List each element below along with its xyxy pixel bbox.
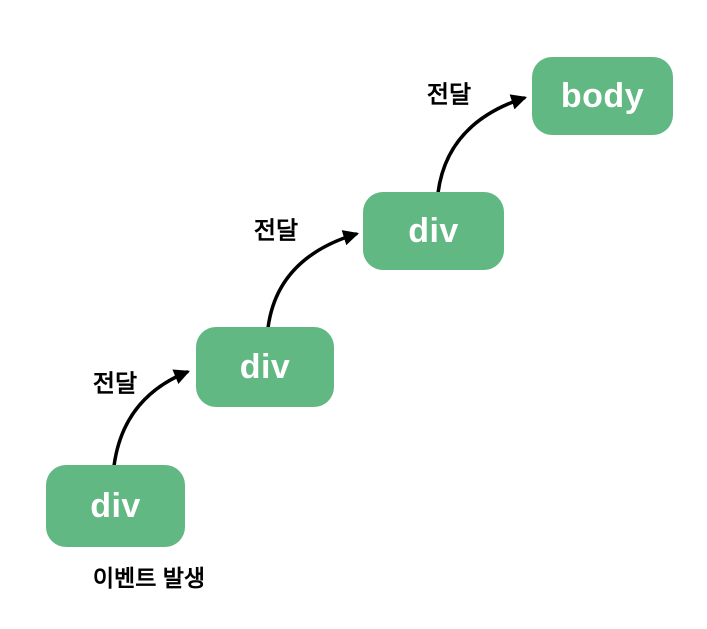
- propagation-label-3: 전달: [426, 81, 472, 109]
- event-origin-caption: 이벤트 발생: [92, 565, 206, 591]
- node-div-1-label: div: [90, 486, 141, 525]
- node-div-3-label: div: [408, 211, 459, 250]
- propagation-label-1: 전달: [92, 370, 138, 398]
- node-div-2-label: div: [239, 347, 291, 386]
- propagation-label-2: 전달: [253, 217, 299, 245]
- node-div-1: div: [46, 465, 185, 547]
- propagation-arrow-3: [436, 94, 527, 195]
- node-body: body: [532, 57, 673, 135]
- node-body-label: body: [560, 76, 645, 115]
- node-div-3: div: [363, 192, 504, 270]
- node-div-2: div: [196, 327, 334, 407]
- propagation-arrow-2: [266, 230, 360, 330]
